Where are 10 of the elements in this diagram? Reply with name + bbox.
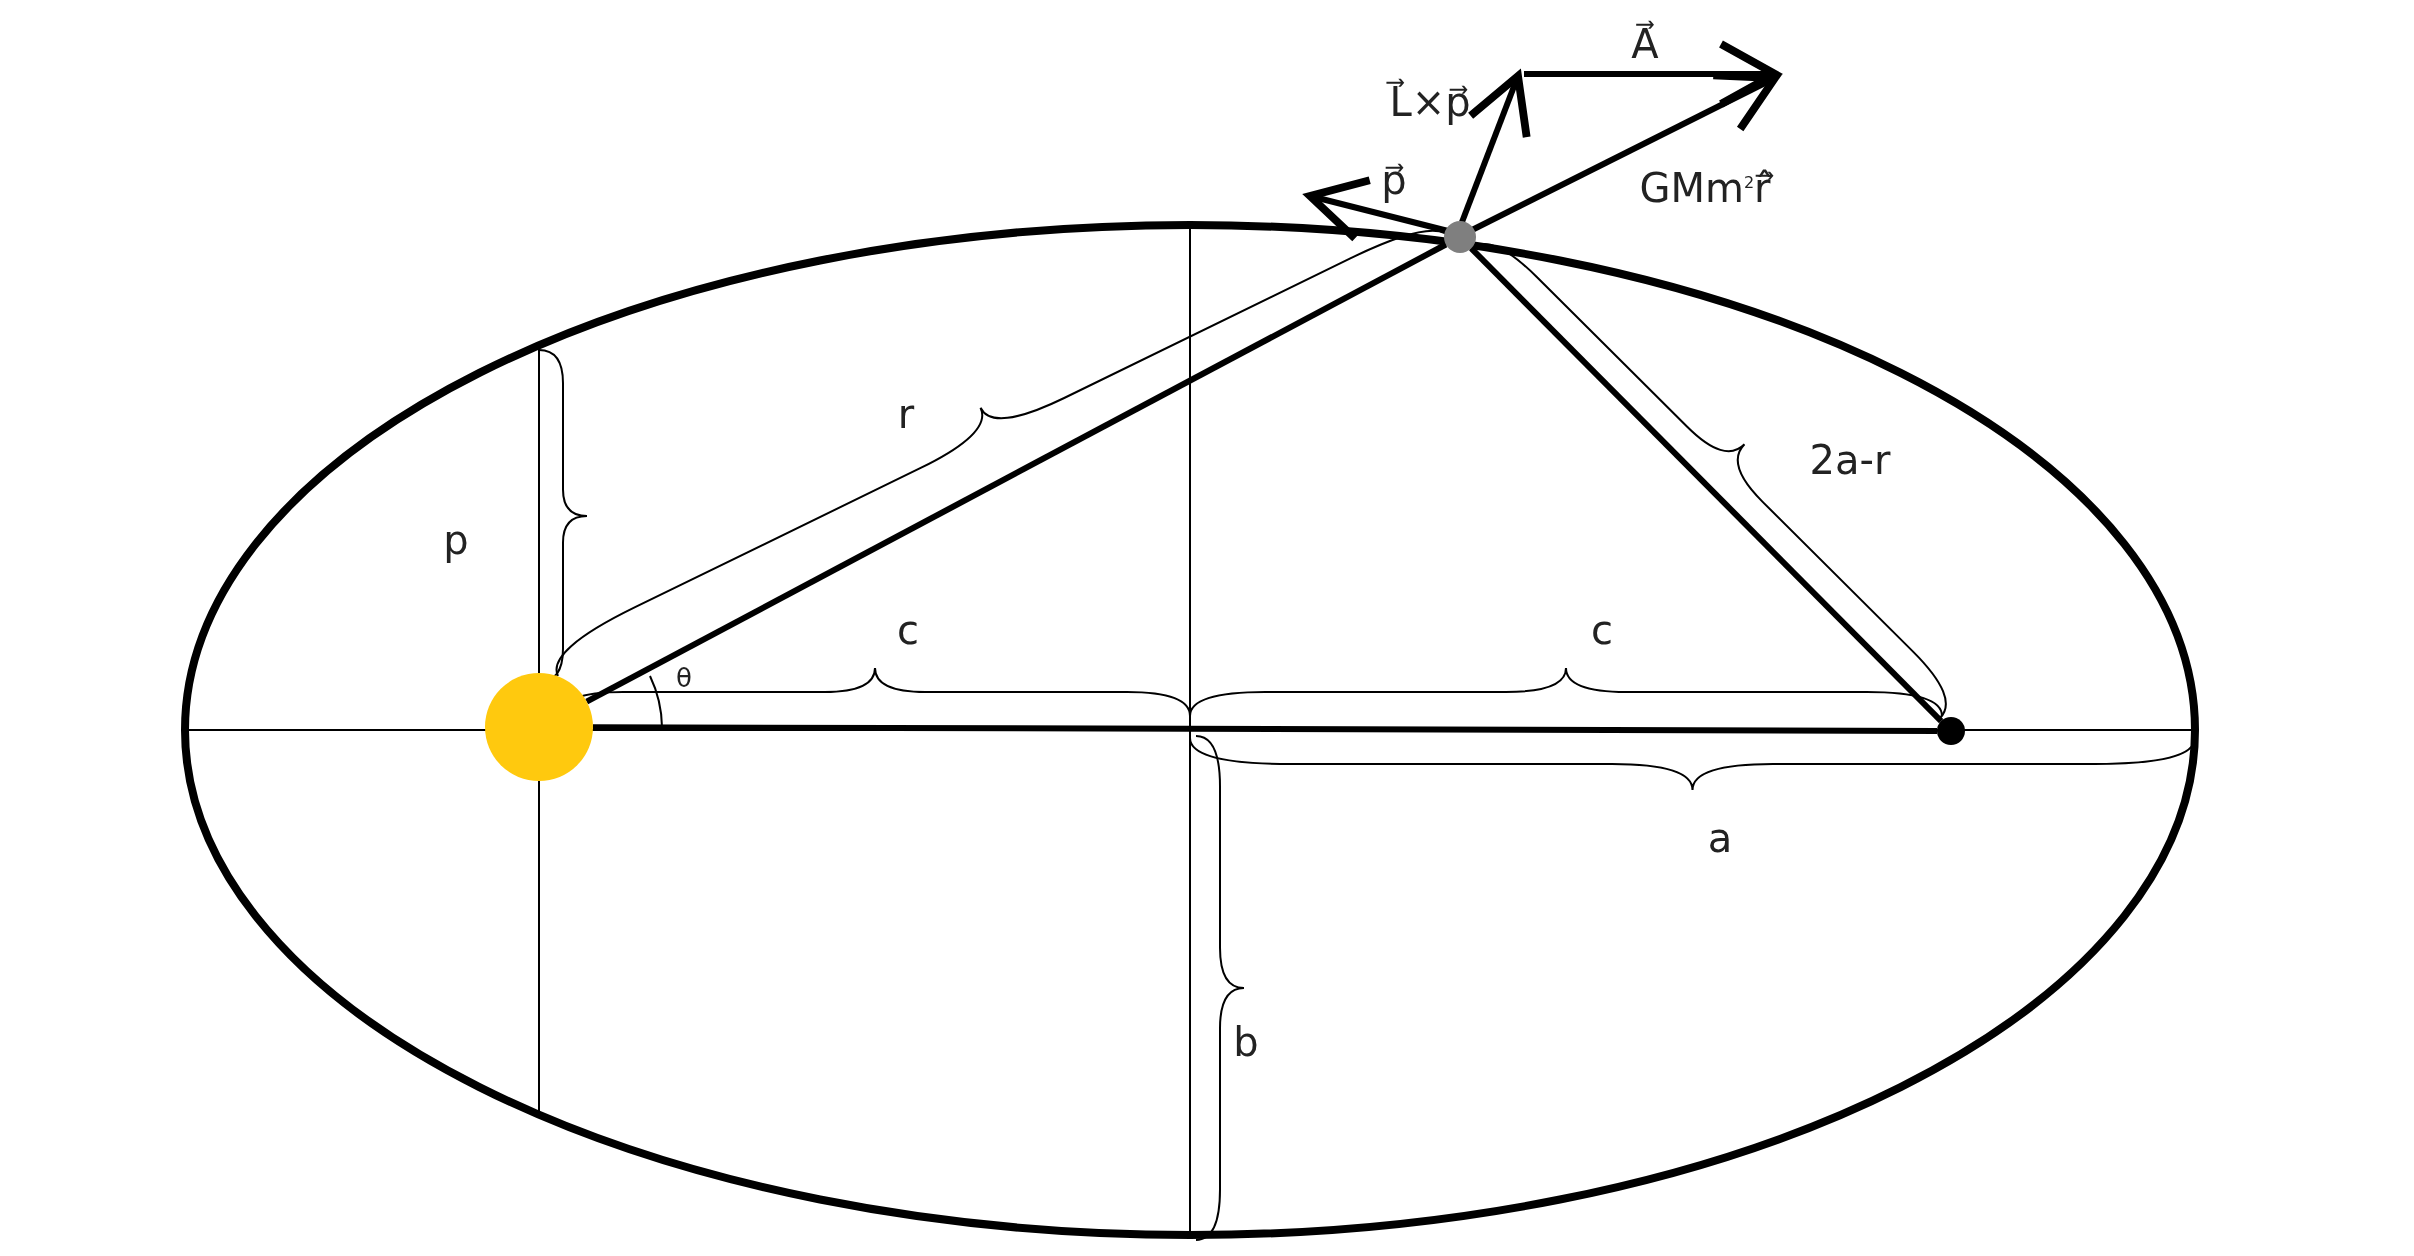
line xyxy=(593,724,1937,734)
length-label: c xyxy=(897,610,919,650)
length-label: c xyxy=(1591,610,1613,650)
length-label: b xyxy=(1233,1022,1259,1062)
planet-dot xyxy=(1444,221,1476,253)
length-label: 2a-r xyxy=(1809,440,1891,480)
length-label: r xyxy=(897,394,915,434)
focus-dot xyxy=(1937,717,1965,745)
angle-label: θ xyxy=(676,665,692,691)
length-label: a xyxy=(1707,818,1733,858)
